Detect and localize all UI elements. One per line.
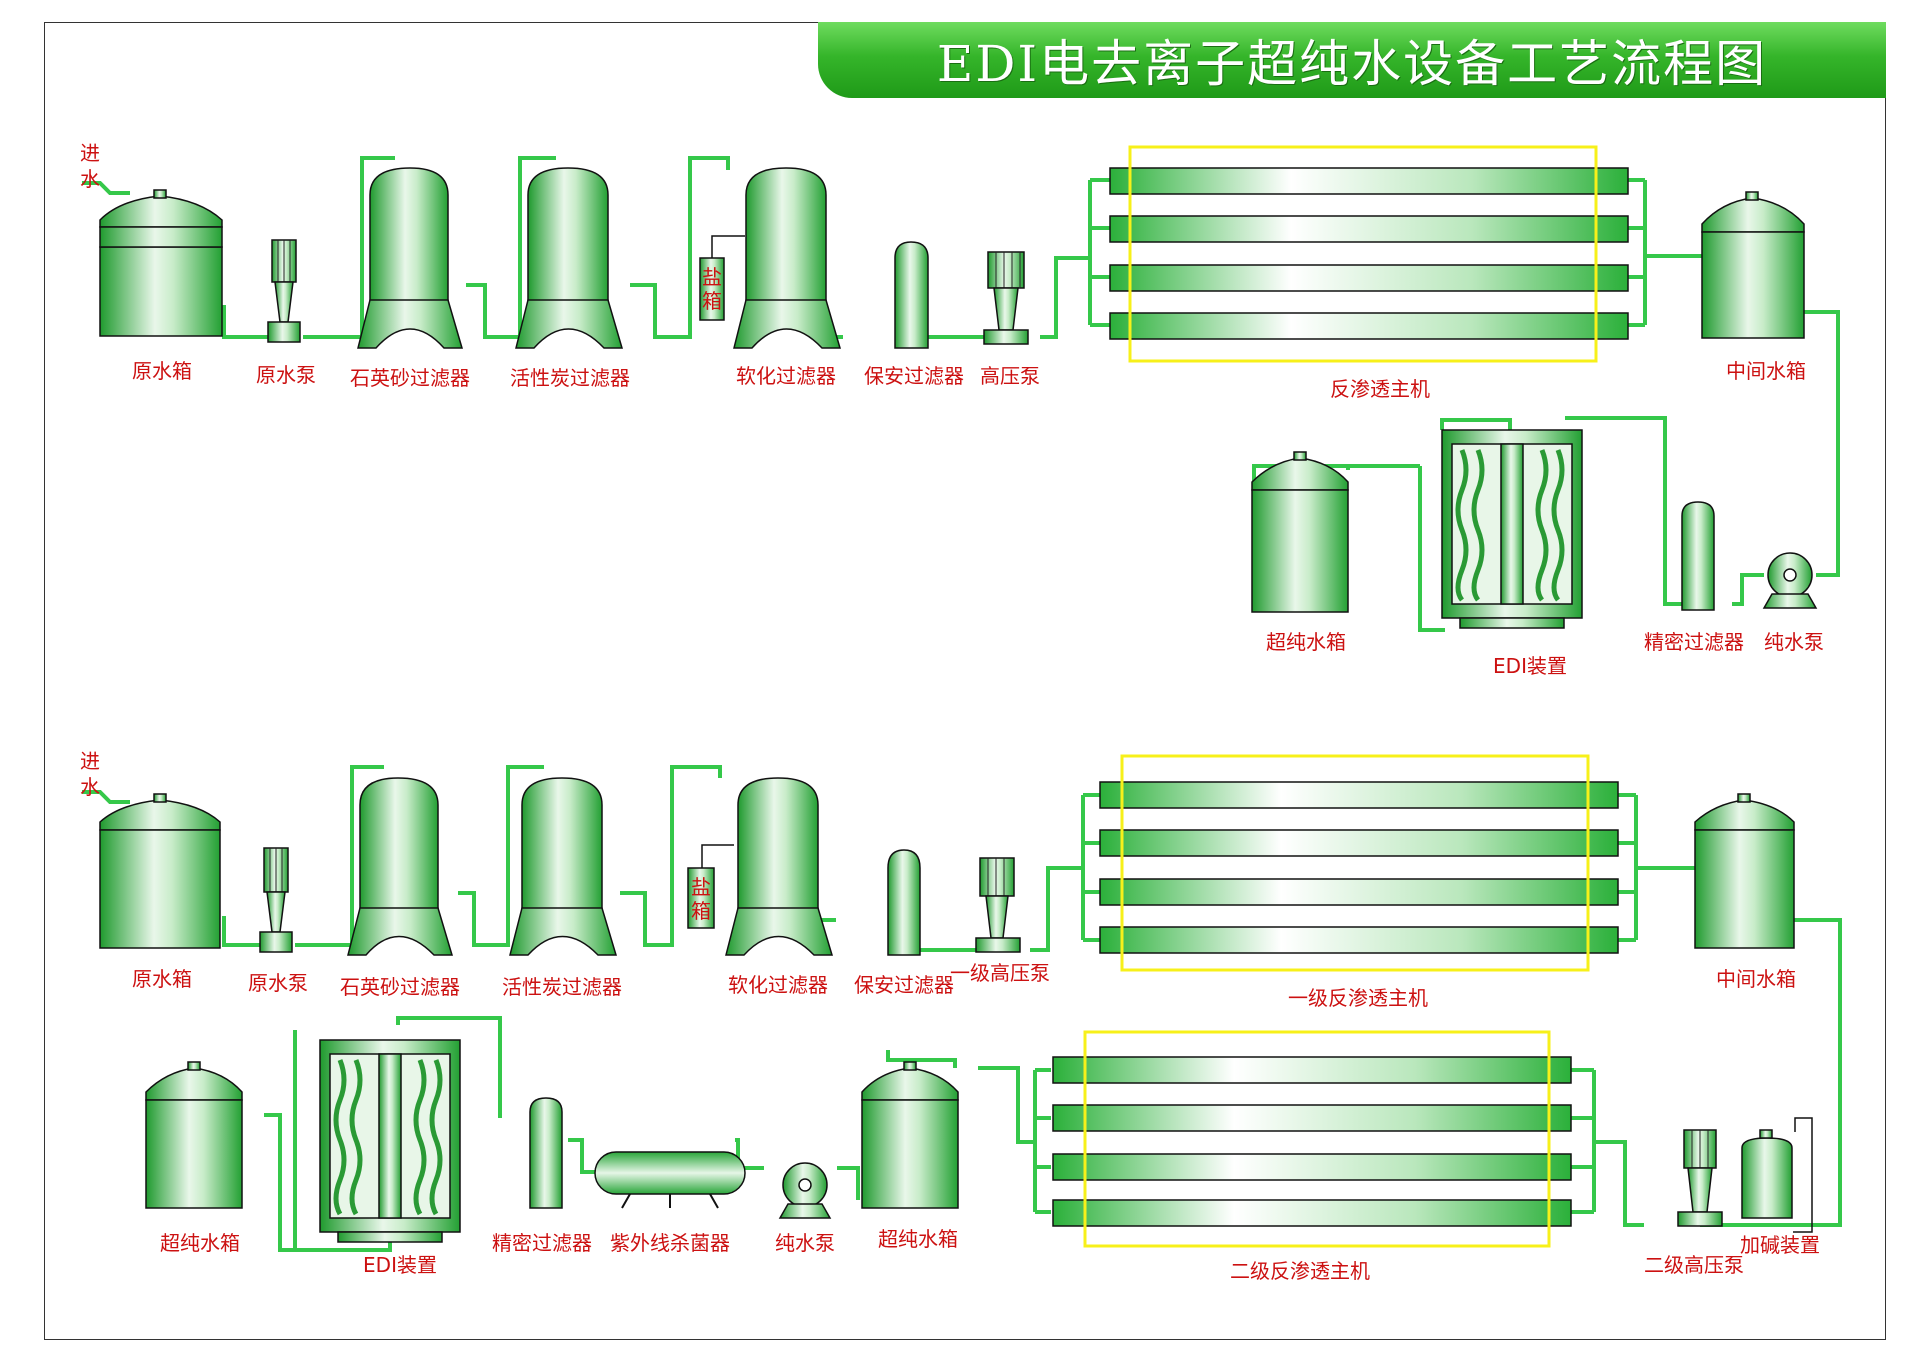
- ro-membrane: [1109, 167, 1629, 195]
- ro-highlight-box: [1128, 145, 1598, 363]
- label-bottom-10: EDI装置: [363, 1253, 437, 1277]
- salt-box-bottom: [687, 867, 715, 929]
- intermediate-tank-top: [1701, 191, 1805, 339]
- security-filter-top: [894, 241, 929, 349]
- ro-stage-2-unit: [1052, 1030, 1572, 1248]
- softener-filter-top: [733, 167, 841, 349]
- label-bottom-9: 超纯水箱: [160, 1231, 240, 1255]
- pipes-bottom: [82, 765, 1842, 1252]
- ro-membrane: [1052, 1056, 1572, 1084]
- ro-membrane: [1109, 312, 1629, 340]
- label-bottom-8: 中间水箱: [1716, 967, 1796, 991]
- precision-filter-bottom: [529, 1097, 563, 1209]
- ro-main-unit-top: [1109, 145, 1629, 363]
- label-top-0: 原水箱: [132, 359, 192, 383]
- salt-box-top: [699, 257, 725, 321]
- softener-filter-bottom: [725, 777, 834, 956]
- label-bottom-17: 加碱装置: [1740, 1233, 1820, 1257]
- ro-membrane: [1109, 264, 1629, 292]
- label-top-4: 软化过滤器: [736, 364, 836, 388]
- ro-membrane: [1099, 926, 1619, 954]
- title-banner: EDI电去离子超纯水设备工艺流程图: [818, 22, 1886, 98]
- inlet-label-top-1: 进: [80, 141, 100, 165]
- raw-water-pump-bottom: [259, 847, 293, 953]
- security-filter-bottom: [887, 849, 921, 956]
- label-bottom-16: 二级高压泵: [1644, 1253, 1744, 1277]
- label-bottom-15: 二级反渗透主机: [1230, 1259, 1370, 1283]
- label-bottom-4: 软化过滤器: [728, 973, 828, 997]
- high-pressure-pump-1-bottom: [975, 857, 1021, 953]
- ro-membrane: [1109, 215, 1629, 243]
- label-top-3: 活性炭过滤器: [510, 366, 630, 390]
- page-title: EDI电去离子超纯水设备工艺流程图: [936, 35, 1768, 93]
- alkali-dosing-device: [1741, 1129, 1793, 1219]
- ro-membrane: [1099, 878, 1619, 906]
- salt-box-label-bottom-2: 箱: [691, 899, 711, 923]
- activated-carbon-filter-bottom: [509, 777, 618, 956]
- label-top-10: EDI装置: [1493, 654, 1567, 678]
- raw-water-tank-top: [99, 189, 223, 337]
- uv-sterilizer: [594, 1151, 746, 1209]
- inlet-label-top-2: 水: [80, 167, 100, 191]
- ro-stage-1-unit: [1099, 754, 1619, 972]
- edi-unit-top: [1441, 429, 1583, 629]
- high-pressure-pump-top: [983, 251, 1029, 345]
- label-top-12: 纯水泵: [1764, 630, 1824, 654]
- ro-membrane: [1052, 1199, 1572, 1227]
- high-pressure-pump-2-bottom: [1677, 1129, 1723, 1227]
- label-top-2: 石英砂过滤器: [350, 366, 470, 390]
- ro-highlight-box: [1120, 754, 1590, 972]
- ro-membrane: [1099, 829, 1619, 857]
- labels: 进 水 原水箱 原水泵 石英砂过滤器 活性炭过滤器 软化过滤器 保安过滤器 高压…: [80, 141, 1824, 1283]
- label-bottom-3: 活性炭过滤器: [502, 975, 622, 999]
- ro-membrane: [1052, 1104, 1572, 1132]
- pure-water-pump-bottom: [778, 1162, 832, 1219]
- ro-highlight-box: [1083, 1030, 1551, 1248]
- ro-membrane: [1052, 1153, 1572, 1181]
- quartz-sand-filter-bottom: [347, 777, 454, 956]
- label-bottom-1: 原水泵: [248, 971, 308, 995]
- label-bottom-11: 精密过滤器: [492, 1231, 592, 1255]
- label-bottom-7: 一级反渗透主机: [1288, 986, 1428, 1010]
- label-top-5: 保安过滤器: [864, 364, 964, 388]
- label-bottom-0: 原水箱: [132, 967, 192, 991]
- raw-water-pump-top: [267, 239, 301, 343]
- activated-carbon-filter-top: [515, 167, 623, 349]
- raw-water-tank-bottom: [99, 793, 221, 949]
- precision-filter-top: [1681, 501, 1715, 611]
- salt-box-label-top-2: 箱: [702, 289, 722, 313]
- label-top-1: 原水泵: [256, 363, 316, 387]
- inlet-label-bottom-1: 进: [80, 749, 100, 773]
- label-top-11: 精密过滤器: [1644, 630, 1744, 654]
- label-bottom-14: 超纯水箱: [878, 1227, 958, 1251]
- intermediate-tank-bottom: [1694, 793, 1795, 949]
- label-top-6: 高压泵: [980, 364, 1040, 388]
- edi-unit-bottom: [319, 1039, 461, 1243]
- ultrapure-water-tank-top: [1251, 451, 1349, 613]
- ultrapure-water-tank-bottom-left: [145, 1061, 243, 1209]
- ultrapure-water-tank-mid-bottom: [861, 1061, 959, 1209]
- label-top-7: 反渗透主机: [1330, 377, 1430, 401]
- salt-box-label-bottom-1: 盐: [691, 875, 711, 899]
- salt-box-label-top-1: 盐: [702, 265, 722, 289]
- label-bottom-13: 纯水泵: [775, 1231, 835, 1255]
- label-bottom-2: 石英砂过滤器: [340, 975, 460, 999]
- label-top-9: 超纯水箱: [1266, 630, 1346, 654]
- label-bottom-12: 紫外线杀菌器: [610, 1231, 730, 1255]
- label-bottom-5: 保安过滤器: [854, 973, 954, 997]
- label-bottom-6: 一级高压泵: [950, 961, 1050, 985]
- ro-membrane: [1099, 781, 1619, 809]
- label-top-8: 中间水箱: [1726, 359, 1806, 383]
- inlet-label-bottom-2: 水: [80, 775, 100, 799]
- quartz-sand-filter-top: [357, 167, 463, 349]
- pure-water-pump-top: [1762, 552, 1818, 609]
